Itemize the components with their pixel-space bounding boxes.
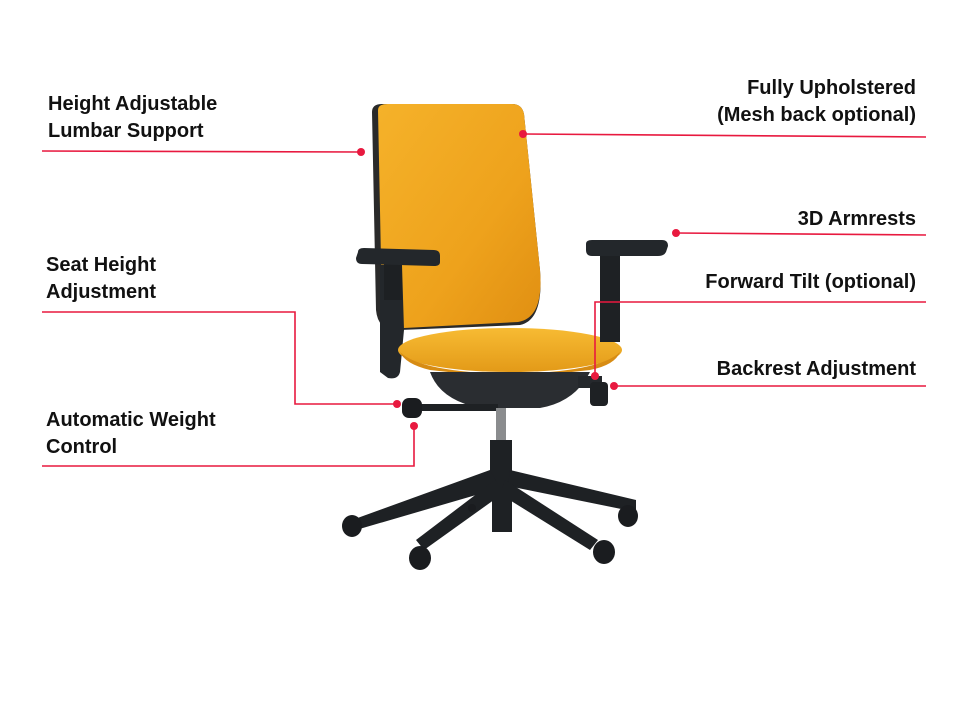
seat [398,328,622,408]
callout-line-armrests [675,232,927,236]
callout-label-armrests: 3D Armrests [797,208,916,230]
casters [342,504,638,570]
callout-label-lumbar: Height Adjustable Lumbar Support [48,93,218,142]
callout-line-weight-control [42,426,415,467]
callout-label-forward-tilt: Forward Tilt (optional) [705,271,916,293]
callout-line-forward-tilt [594,301,926,375]
gas-cylinder [490,408,512,490]
callout-line-upholstery [523,133,927,138]
callout-label-upholstery: Fully Upholstered (Mesh back optional) [717,77,916,126]
backrest [372,104,541,331]
five-star-base [352,470,636,550]
callout-dots [357,130,680,430]
callout-lines [41,133,927,467]
callout-dot-seat-height [393,400,401,408]
callout-dot-lumbar [357,148,365,156]
callout-line-lumbar [41,150,361,153]
callout-line-seat-height [42,311,396,405]
callout-dot-backrest [610,382,618,390]
callout-dot-armrests [672,229,680,237]
callout-dot-weight-control [410,422,418,430]
callout-label-weight-control: Automatic Weight Control [46,409,216,458]
right-armrest [586,240,668,342]
callout-dot-forward-tilt [591,372,599,380]
seat-height-lever [402,398,498,418]
callout-label-backrest: Backrest Adjustment [716,358,916,380]
left-armrest [356,248,440,379]
callout-label-seat-height: Seat Height Adjustment [46,254,157,303]
callout-dot-upholstery [519,130,527,138]
